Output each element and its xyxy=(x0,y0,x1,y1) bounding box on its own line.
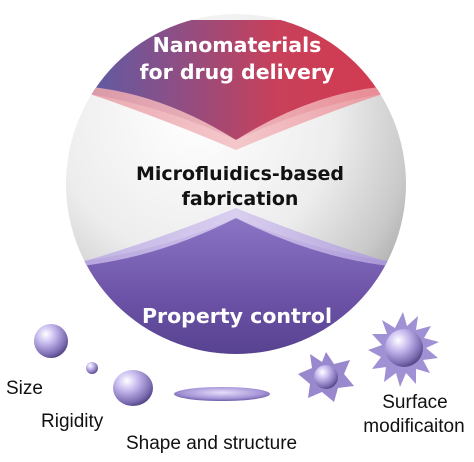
label-surface-line1: Surface xyxy=(382,392,447,413)
label-shape-structure: Shape and structure xyxy=(126,433,297,454)
label-surface-line2: modificaiton xyxy=(363,416,464,437)
center-title-line1: Microfluidics-based xyxy=(136,163,344,185)
particle-spiky xyxy=(368,312,439,387)
particle-soft-sphere xyxy=(113,370,153,406)
top-band-title-line2: for drug delivery xyxy=(140,60,335,84)
particle-small-sphere xyxy=(86,362,98,374)
center-title-line2: fabrication xyxy=(182,188,299,210)
top-band xyxy=(66,20,406,150)
particle-ellipsoid xyxy=(174,387,270,401)
label-size: Size xyxy=(6,378,43,399)
bottom-band-title: Property control xyxy=(142,304,332,328)
label-rigidity: Rigidity xyxy=(41,411,104,432)
particle-large-sphere xyxy=(34,324,68,358)
top-band-title-line1: Nanomaterials xyxy=(153,33,322,57)
particle-star-core xyxy=(314,365,338,389)
